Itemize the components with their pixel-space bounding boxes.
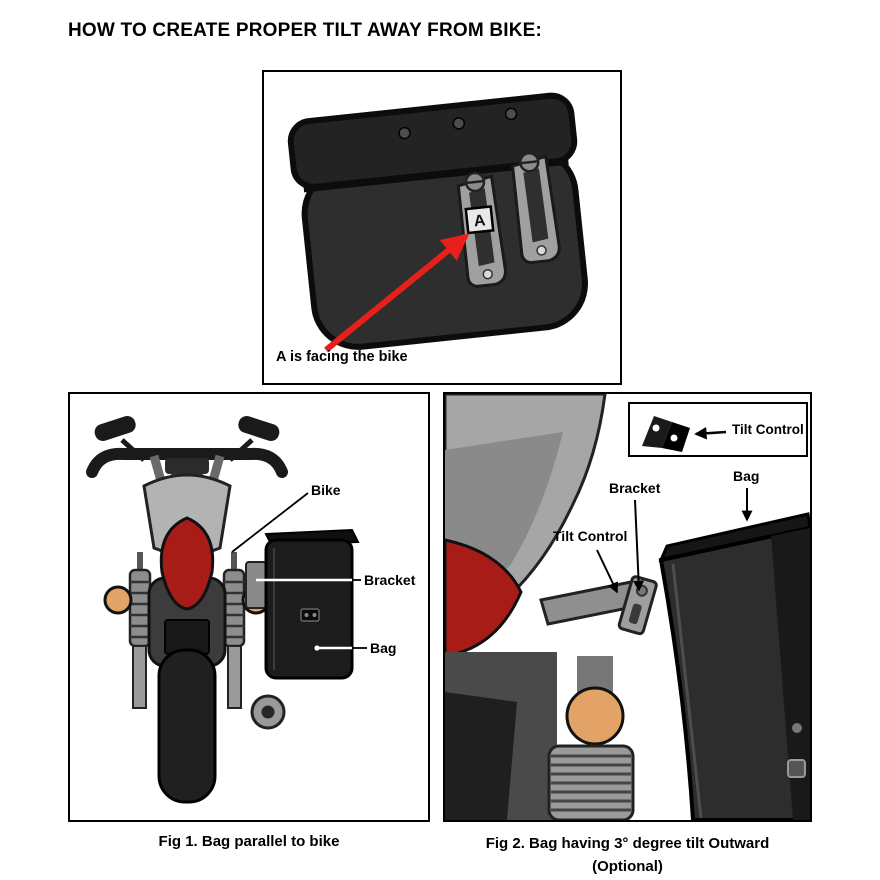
shock-left <box>128 552 152 648</box>
fig2-bracket-label: Bracket <box>609 480 661 496</box>
page-title: HOW TO CREATE PROPER TILT AWAY FROM BIKE… <box>68 20 543 41</box>
muffler <box>547 744 635 820</box>
fig2-bag-label: Bag <box>733 468 760 484</box>
inset-tilt-control-label: Tilt Control <box>732 422 804 437</box>
fig2-caption: Fig 2. Bag having 3° degree tilt Outward… <box>443 833 812 878</box>
bracket-arrow <box>633 499 645 592</box>
bar-clamp <box>165 458 209 474</box>
rear-wheel <box>157 648 217 804</box>
lid-rivets <box>398 107 518 140</box>
turn-signal-left <box>103 585 133 615</box>
a-badge-letter: A <box>473 212 487 230</box>
bag-side-button <box>787 759 806 778</box>
fig1-bike-label: Bike <box>311 482 341 498</box>
tilt-control-icon <box>642 416 727 452</box>
fig2-bag <box>658 512 810 820</box>
seat-closeup <box>445 538 523 658</box>
bag-leader-dot <box>314 645 320 651</box>
bracket-a: A <box>456 171 507 288</box>
saddlebag: A <box>287 92 589 350</box>
bracket-b <box>510 151 561 265</box>
turn-signal-closeup <box>565 686 625 746</box>
mount-bracket <box>245 561 267 609</box>
seat <box>159 516 215 611</box>
red-pointer-arrow <box>324 233 470 353</box>
fig1-caption: Fig 1. Bag parallel to bike <box>158 833 340 850</box>
under-shadow <box>445 692 517 820</box>
saddlebag-illustration: A <box>287 92 589 353</box>
fig1-bag <box>264 528 360 680</box>
fig2-tilt-control-label: Tilt Control <box>553 528 628 544</box>
fig2-illustration <box>445 394 810 820</box>
bag-side-dot <box>792 723 802 733</box>
fig1-bag-label: Bag <box>370 640 397 656</box>
bike-leader-line <box>231 492 309 553</box>
strut-left <box>132 645 147 709</box>
a-badge <box>464 205 495 235</box>
bag-latch-icon <box>300 608 320 622</box>
a-facing-caption: A is facing the bike <box>276 349 408 365</box>
handlebar <box>86 447 288 478</box>
tilt-control-inset: Tilt Control <box>628 402 808 457</box>
strut-right <box>227 645 242 709</box>
tilt-control-arrow <box>596 549 618 594</box>
top-figure-box: A A is facing the bike <box>262 70 622 385</box>
fig1-box: Bike Bracket Bag <box>68 392 430 822</box>
fig2-box: Tilt Control Bracket Bag Tilt Control <box>443 392 812 822</box>
fig2-caption-line2: (Optional) <box>592 857 663 875</box>
fig2-caption-line1: Fig 2. Bag having 3° degree tilt Outward <box>485 835 770 852</box>
shock-right <box>222 552 246 648</box>
fig1-bracket-label: Bracket <box>364 572 416 588</box>
fig1-illustration <box>86 415 367 804</box>
